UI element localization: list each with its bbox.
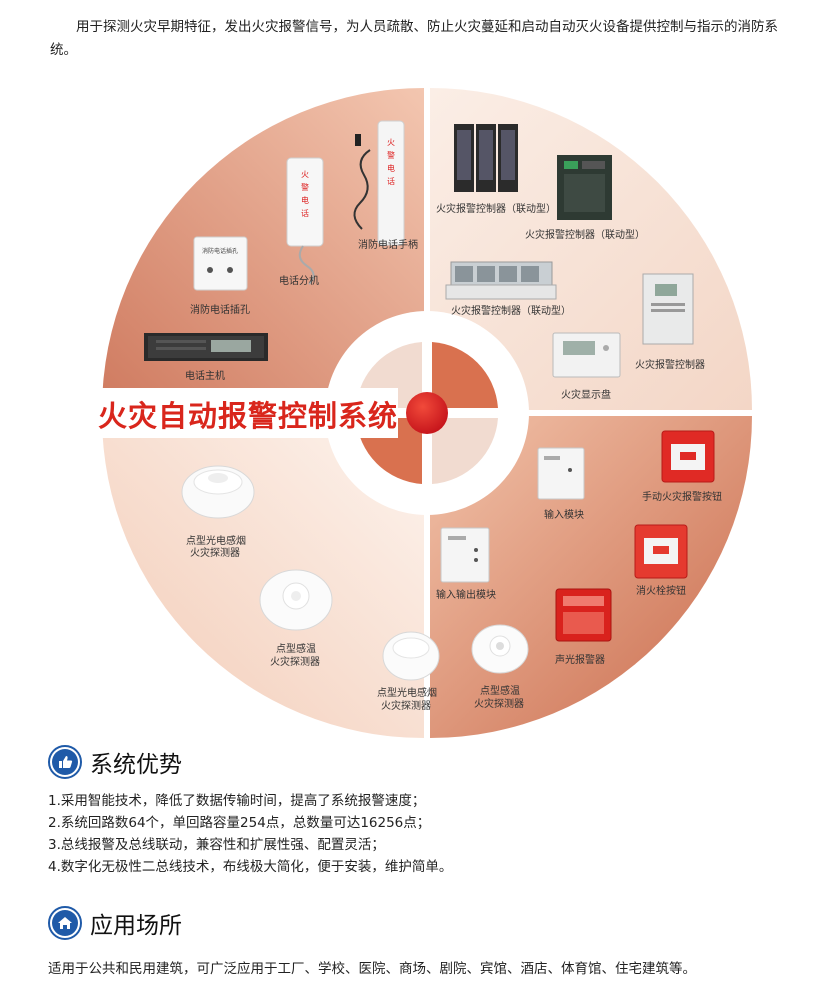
label-manual-alarm-button: 手动火灾报警按钮 (642, 490, 722, 503)
center-red-dot (406, 392, 448, 434)
label-smoke-1b: 火灾探测器 (190, 546, 240, 559)
title-banner (98, 388, 398, 438)
product-smoke-detector-2 (382, 631, 440, 681)
home-icon (48, 906, 82, 940)
label-smoke-1a: 点型光电感烟 (186, 534, 246, 547)
label-heat-1a: 点型感温 (276, 642, 316, 655)
product-controller-panel (642, 273, 694, 345)
label-controller-2: 火灾报警控制器（联动型） (525, 228, 645, 241)
product-smoke-detector-1 (181, 465, 255, 519)
label-smoke-2b: 火灾探测器 (381, 699, 431, 712)
label-sound-light-alarm: 声光报警器 (555, 653, 605, 666)
product-hydrant-button (634, 524, 688, 579)
advantage-item: 3.总线报警及总线联动，兼容性和扩展性强、配置灵活； (48, 837, 385, 853)
label-io-module: 输入输出模块 (436, 588, 496, 601)
sector-phone-system (102, 88, 424, 410)
advantages-list: 1.采用智能技术，降低了数据传输时间，提高了系统报警速度； 2.系统回路数64个… (48, 790, 452, 878)
system-diagram: 火灾自动报警控制系统 火 警 电 话 消防电话手柄 火 警 电 话 电话分机 消… (98, 88, 752, 738)
product-heat-detector-2 (471, 624, 529, 674)
diagram-title: 火灾自动报警控制系统 (98, 399, 398, 433)
product-io-module (440, 527, 490, 583)
product-phone-handset: 火 警 电 话 (353, 120, 405, 246)
application-title: 应用场所 (90, 913, 182, 939)
application-heading: 应用场所 (48, 906, 182, 940)
advantages-title: 系统优势 (90, 752, 182, 778)
label-phone-host: 电话主机 (185, 369, 225, 382)
label-phone-handset: 消防电话手柄 (358, 238, 418, 251)
advantage-item: 2.系统回路数64个，单回路容量254点，总数量可达16256点； (48, 815, 431, 831)
svg-text:话: 话 (301, 208, 309, 218)
svg-text:警: 警 (387, 150, 395, 160)
product-sound-light-alarm (555, 588, 612, 642)
product-heat-detector-1 (259, 569, 333, 631)
product-fire-display (552, 332, 621, 378)
product-controller-console (445, 261, 557, 300)
product-controller-cabinets (454, 124, 518, 192)
svg-text:消防电话插孔: 消防电话插孔 (202, 247, 238, 255)
label-heat-2b: 火灾探测器 (474, 697, 524, 710)
product-input-module (537, 447, 585, 500)
product-controller-wall (557, 155, 612, 220)
product-phone-extension: 火 警 电 话 (286, 157, 324, 285)
label-heat-2a: 点型感温 (480, 684, 520, 697)
svg-text:火: 火 (387, 138, 395, 147)
advantage-item: 1.采用智能技术，降低了数据传输时间，提高了系统报警速度； (48, 793, 426, 809)
label-controller-4: 火灾报警控制器 (635, 358, 705, 371)
svg-text:火: 火 (301, 170, 309, 179)
thumbs-up-icon (48, 745, 82, 779)
label-heat-1b: 火灾探测器 (270, 655, 320, 668)
label-phone-extension: 电话分机 (279, 274, 319, 287)
label-hydrant-button: 消火栓按钮 (636, 584, 686, 597)
intro-paragraph: 用于探测火灾早期特征，发出火灾报警信号，为人员疏散、防止火灾蔓延和启动自动灭火设… (50, 19, 778, 58)
label-input-module: 输入模块 (544, 508, 584, 521)
application-text: 适用于公共和民用建筑，可广泛应用于工厂、学校、医院、商场、剧院、宾馆、酒店、体育… (48, 961, 696, 977)
label-smoke-2a: 点型光电感烟 (377, 686, 437, 699)
product-phone-host (144, 333, 268, 361)
product-manual-alarm-button (661, 430, 715, 483)
svg-text:电: 电 (301, 195, 309, 205)
label-controller-1: 火灾报警控制器（联动型） (436, 202, 556, 215)
svg-text:警: 警 (301, 182, 309, 192)
label-fire-display: 火灾显示盘 (561, 388, 611, 401)
advantage-item: 4.数字化无极性二总线技术，布线极大简化，便于安装，维护简单。 (48, 859, 453, 875)
product-phone-jack: 消防电话插孔 (193, 236, 248, 291)
label-controller-3: 火灾报警控制器（联动型） (451, 304, 571, 317)
svg-text:话: 话 (387, 176, 395, 186)
advantages-heading: 系统优势 (48, 745, 182, 779)
svg-text:电: 电 (387, 163, 395, 173)
label-phone-jack: 消防电话插孔 (190, 303, 250, 316)
